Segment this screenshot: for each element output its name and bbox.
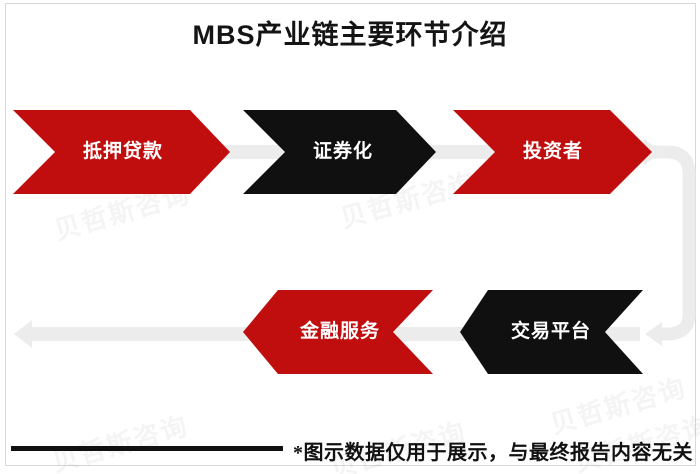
- chevron-label-mortgage-loan: 抵押贷款: [82, 141, 163, 162]
- footnote-rule: [11, 446, 283, 451]
- chevron-label-securitization: 证券化: [312, 141, 373, 162]
- connector-uturn-curve: [652, 145, 696, 341]
- footnote-text: *图示数据仅用于展示，与最终报告内容无关: [293, 442, 693, 464]
- chevron-mortgage-loan: [13, 110, 230, 194]
- chevron-investor: [453, 110, 652, 194]
- connector-left-arrowhead-icon: [14, 320, 32, 348]
- connector-uturn-arrowhead-icon: [645, 322, 662, 346]
- page-title: MBS产业链主要环节介绍: [192, 20, 508, 50]
- chevron-label-trading-platform: 交易平台: [510, 321, 591, 342]
- chevron-securitization: [243, 110, 436, 194]
- chevron-label-financial-service: 金融服务: [299, 321, 380, 342]
- chevron-trading-platform: [460, 290, 643, 374]
- chevron-financial-service: [243, 290, 433, 374]
- chevron-label-investor: 投资者: [522, 141, 583, 162]
